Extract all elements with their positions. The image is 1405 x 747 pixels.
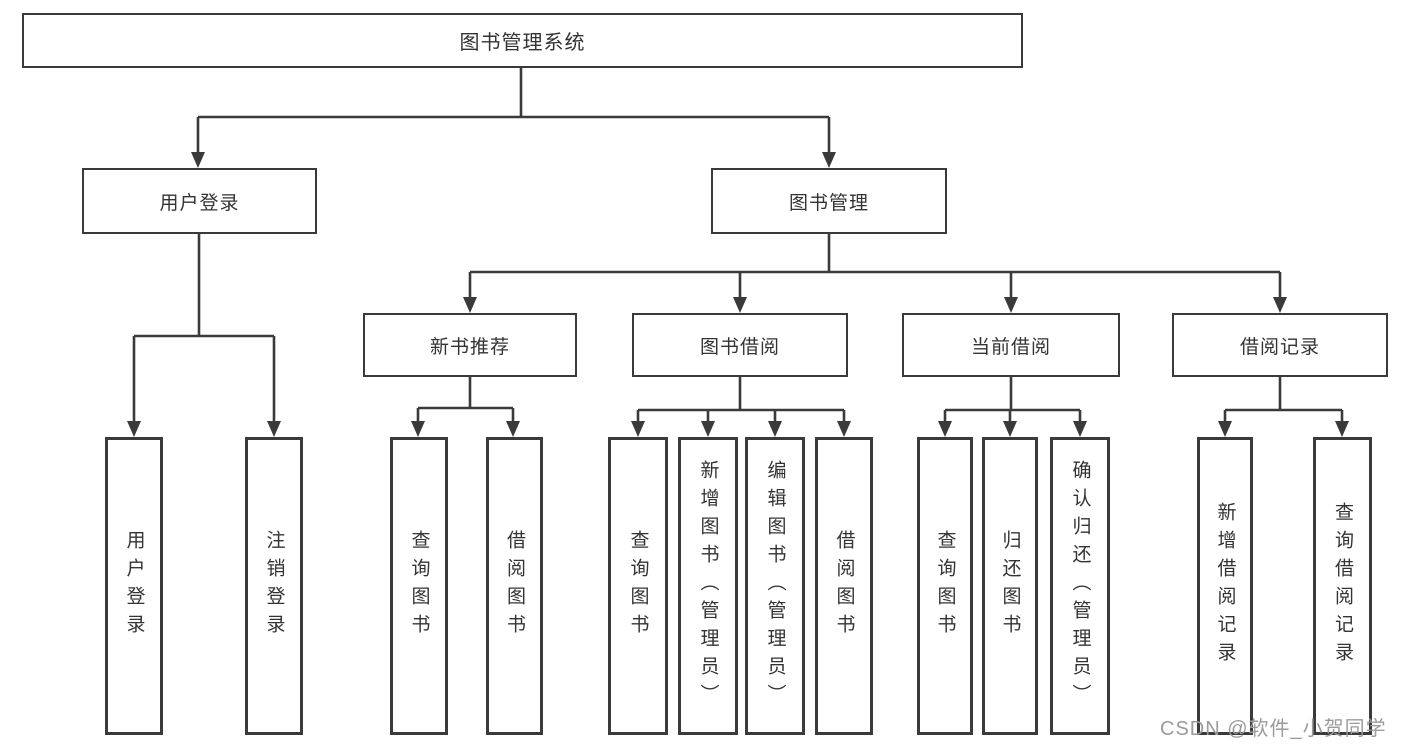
- node-user-login-group: 用户登录: [82, 168, 317, 234]
- arrowhead: [733, 297, 747, 313]
- arrowhead: [631, 421, 645, 437]
- arrowhead: [1335, 421, 1349, 437]
- node-label: 用户登录: [123, 530, 145, 642]
- node-current-borrowing: 当前借阅: [902, 313, 1120, 377]
- node-label: 确认归还（管理员）: [1069, 460, 1091, 712]
- node-label: 图书借阅: [699, 336, 780, 358]
- leaf-add-borrow-record: 新增借阅记录: [1197, 437, 1253, 735]
- node-label: 查询图书: [627, 530, 649, 642]
- node-label: 归还图书: [999, 530, 1021, 642]
- arrowhead: [1273, 297, 1287, 313]
- csdn-watermark: CSDN @软件_小贺同学: [1160, 718, 1387, 740]
- leaf-user-login: 用户登录: [105, 437, 163, 735]
- leaf-query-borrow-record: 查询借阅记录: [1313, 437, 1372, 735]
- arrowhead: [1073, 421, 1087, 437]
- node-label: 借阅记录: [1239, 336, 1320, 358]
- node-label: 用户登录: [159, 192, 240, 214]
- node-new-book-recommend: 新书推荐: [363, 313, 577, 377]
- node-label: 新增借阅记录: [1214, 502, 1236, 670]
- node-label: 借阅图书: [504, 530, 525, 642]
- node-label: 查询图书: [934, 530, 956, 642]
- node-label: 图书管理: [788, 192, 869, 214]
- arrowhead: [1004, 297, 1018, 313]
- arrowhead: [411, 421, 425, 437]
- arrowhead: [1218, 421, 1232, 437]
- node-label: 查询借阅记录: [1332, 502, 1353, 670]
- leaf-return-books: 归还图书: [982, 437, 1038, 735]
- arrowhead: [938, 421, 952, 437]
- node-label: 注销登录: [263, 530, 285, 642]
- arrowhead: [191, 152, 205, 168]
- node-label: 新书推荐: [429, 336, 510, 358]
- leaf-logout: 注销登录: [245, 437, 303, 735]
- node-label: 新增图书（管理员）: [697, 460, 719, 712]
- arrowhead: [127, 421, 141, 437]
- leaf-confirm-return-admin: 确认归还（管理员）: [1050, 437, 1110, 735]
- node-label: 编辑图书（管理员）: [764, 460, 786, 712]
- arrowhead: [1003, 421, 1017, 437]
- node-label: 当前借阅: [970, 336, 1051, 358]
- node-label: 查询图书: [408, 530, 430, 642]
- connector-lines: [132, 68, 1344, 427]
- arrowhead: [506, 421, 520, 437]
- node-book-borrowing: 图书借阅: [632, 313, 848, 377]
- arrowhead: [701, 421, 715, 437]
- leaf-edit-books-admin: 编辑图书（管理员）: [745, 437, 805, 735]
- node-book-management-group: 图书管理: [711, 168, 947, 234]
- leaf-add-books-admin: 新增图书（管理员）: [678, 437, 738, 735]
- arrowhead-group: [127, 152, 1349, 437]
- arrowhead: [463, 297, 477, 313]
- leaf-query-books-borrowing: 查询图书: [608, 437, 668, 735]
- arrowhead: [822, 152, 836, 168]
- leaf-query-books-recommend: 查询图书: [390, 437, 448, 735]
- node-book-management-system: 图书管理系统: [22, 13, 1023, 68]
- arrowhead: [768, 421, 782, 437]
- leaf-borrow-books-recommend: 借阅图书: [486, 437, 543, 735]
- arrowhead: [837, 421, 851, 437]
- leaf-query-books-current: 查询图书: [917, 437, 973, 735]
- node-label: 借阅图书: [833, 530, 855, 642]
- arrowhead: [267, 421, 281, 437]
- node-borrowing-records: 借阅记录: [1172, 313, 1388, 377]
- leaf-borrow-books: 借阅图书: [815, 437, 873, 735]
- node-label: 图书管理系统: [459, 32, 586, 54]
